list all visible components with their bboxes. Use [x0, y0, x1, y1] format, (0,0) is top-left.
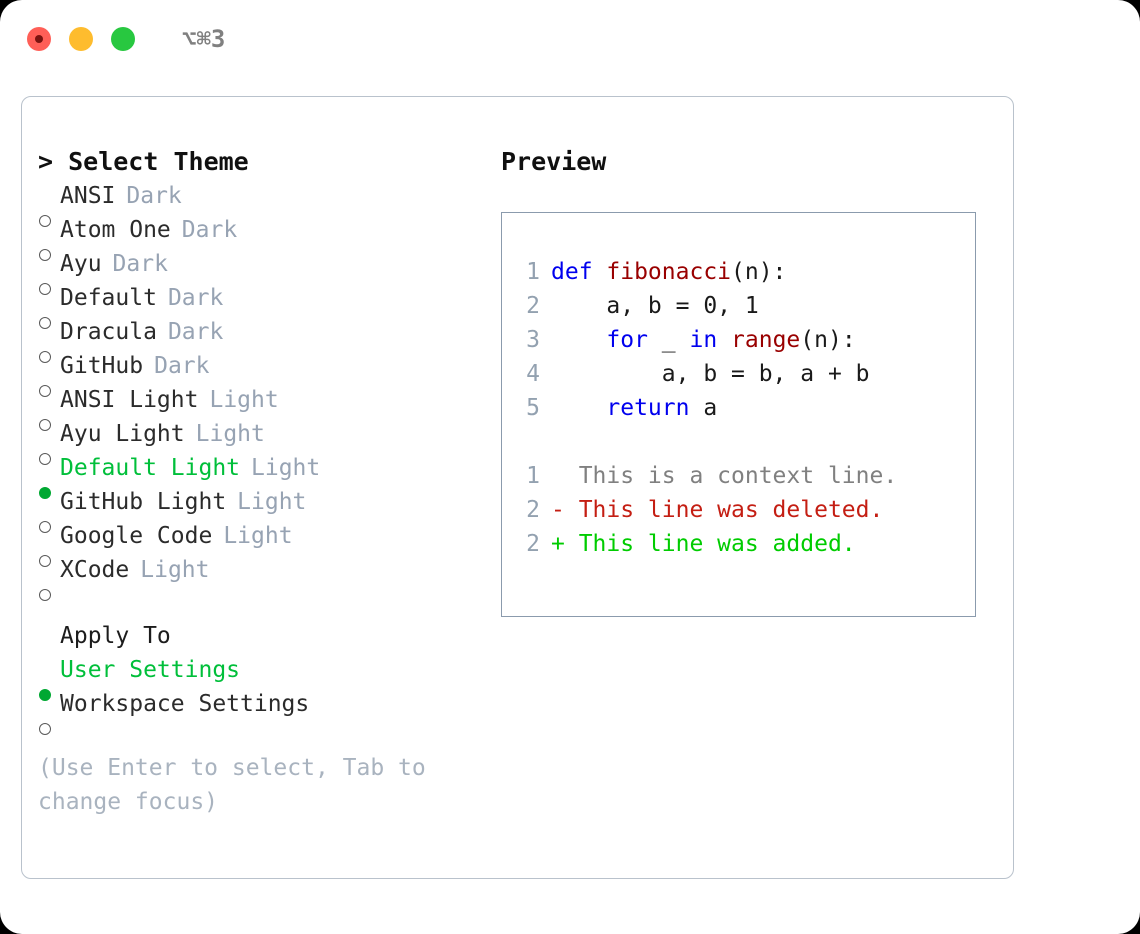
traffic-lights — [27, 27, 135, 51]
code-line: 4 a, b = b, a + b — [512, 357, 897, 391]
theme-option-github[interactable]: GitHub Dark — [38, 349, 508, 397]
line-number: 1 — [526, 259, 540, 285]
code-line: 1 def fibonacci(n): — [512, 255, 897, 289]
maximize-window-icon[interactable] — [111, 27, 135, 51]
code-token: for — [606, 327, 648, 353]
theme-option-label: Atom One — [60, 217, 171, 243]
code-line: 2 a, b = 0, 1 — [512, 289, 897, 323]
preview-heading: Preview — [501, 147, 607, 176]
theme-option-label: Default — [60, 285, 157, 311]
code-line: 3 for _ in range(n): — [512, 323, 897, 357]
select-theme-heading: > Select Theme — [38, 147, 249, 176]
apply-to-option-label: Workspace Settings — [60, 691, 310, 717]
code-token — [551, 327, 606, 353]
diff-line-del: 2 - This line was deleted. — [512, 493, 897, 527]
diff-line-add: 2 + This line was added. — [512, 527, 897, 561]
keyboard-hint-text: (Use Enter to select, Tab to change focu… — [38, 755, 440, 815]
line-number: 3 — [526, 327, 540, 353]
line-number: 4 — [526, 361, 540, 387]
theme-option-default[interactable]: Default Dark — [38, 281, 508, 329]
theme-option-category: Light — [195, 421, 265, 447]
code-token: def — [551, 259, 607, 285]
code-token: return — [606, 395, 690, 421]
line-number: 2 — [526, 497, 540, 523]
theme-option-category: Light — [140, 557, 210, 583]
theme-option-ansi-light[interactable]: ANSI Light Light — [38, 383, 508, 431]
theme-option-category: Light — [251, 455, 321, 481]
theme-option-label: Ayu Light — [60, 421, 185, 447]
diff-line-ctx: 1 This is a context line. — [512, 459, 897, 493]
keyboard-shortcut-label: ⌥⌘3 — [182, 25, 226, 53]
apply-to-heading: Apply To — [60, 623, 171, 649]
theme-option-atom-one[interactable]: Atom One Dark — [38, 213, 508, 261]
theme-option-label: Default Light — [60, 455, 241, 481]
theme-option-default-light[interactable]: Default Light Light — [38, 451, 508, 499]
theme-option-label: GitHub Light — [60, 489, 227, 515]
theme-option-category: Dark — [181, 217, 238, 243]
code-token: range — [731, 327, 801, 353]
code-token: a, b = 0, 1 — [551, 293, 759, 319]
code-line: 5 return a — [512, 391, 897, 425]
theme-option-category: Light — [223, 523, 293, 549]
theme-option-category: Dark — [167, 319, 224, 345]
line-number: 1 — [526, 463, 540, 489]
code-token: in — [689, 327, 718, 353]
diff-line-text: - This line was deleted. — [551, 497, 884, 523]
theme-option-dracula[interactable]: Dracula Dark — [38, 315, 508, 363]
theme-option-category: Dark — [167, 285, 224, 311]
theme-option-label: ANSI Light — [60, 387, 199, 413]
code-token: fibonacci — [606, 259, 732, 285]
theme-option-category: Dark — [154, 353, 210, 379]
line-number: 2 — [526, 531, 540, 557]
apply-to-option-label: User Settings — [60, 657, 241, 683]
code-token: a, b = b, a + b — [551, 361, 870, 387]
theme-option-category: Dark — [126, 183, 182, 209]
code-token — [717, 327, 731, 353]
line-number: 2 — [526, 293, 540, 319]
apply-to-option-workspace-settings[interactable]: Workspace Settings — [38, 687, 508, 735]
code-blank-line — [512, 425, 897, 459]
code-token: a — [689, 395, 718, 421]
theme-option-label: XCode — [60, 557, 130, 583]
theme-option-ayu-light[interactable]: Ayu Light Light — [38, 417, 508, 465]
theme-option-label: GitHub — [60, 353, 144, 379]
theme-option-category: Dark — [112, 251, 168, 277]
diff-line-text: + This line was added. — [551, 531, 856, 557]
theme-option-label: Google Code — [60, 523, 213, 549]
close-window-icon[interactable] — [27, 27, 51, 51]
theme-option-label: ANSI — [60, 183, 116, 209]
theme-option-label: Dracula — [60, 319, 157, 345]
theme-option-label: Ayu — [60, 251, 102, 277]
code-token: (n): — [800, 327, 856, 353]
code-token: (n): — [731, 259, 787, 285]
theme-option-ansi[interactable]: ANSI Dark — [38, 179, 508, 227]
diff-line-text: This is a context line. — [551, 463, 898, 489]
code-token — [551, 395, 606, 421]
minimize-window-icon[interactable] — [69, 27, 93, 51]
theme-option-google-code[interactable]: Google Code Light — [38, 519, 508, 567]
pane-spacer — [38, 587, 508, 619]
theme-option-xcode[interactable]: XCode Light — [38, 553, 508, 601]
theme-option-github-light[interactable]: GitHub Light Light — [38, 485, 508, 533]
theme-option-category: Light — [209, 387, 279, 413]
theme-option-ayu[interactable]: Ayu Dark — [38, 247, 508, 295]
apply-to-option-user-settings[interactable]: User Settings — [38, 653, 508, 701]
line-number: 5 — [526, 395, 540, 421]
title-bar: ⌥⌘3 — [0, 0, 1140, 78]
theme-option-category: Light — [237, 489, 307, 515]
code-token: _ — [647, 327, 690, 353]
